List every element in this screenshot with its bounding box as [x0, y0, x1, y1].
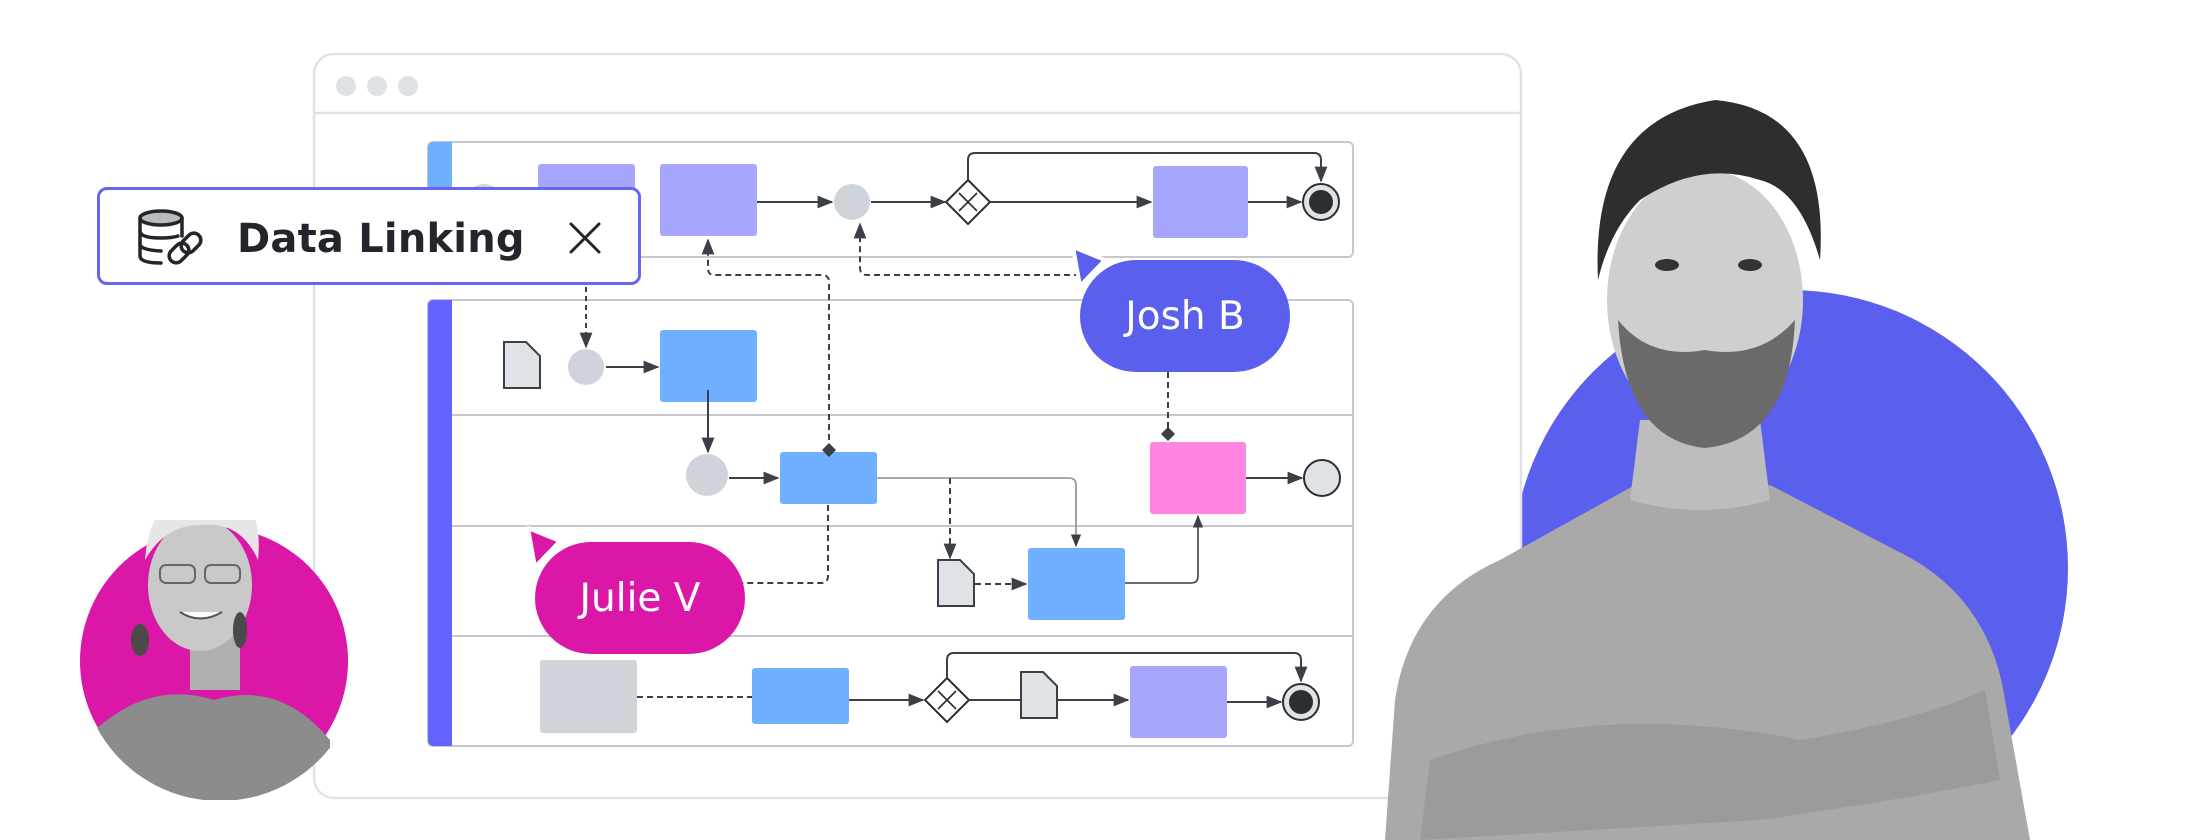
- exclusive-gateway[interactable]: [923, 676, 971, 724]
- intermediate-event[interactable]: [686, 454, 728, 496]
- data-association: [740, 505, 829, 584]
- data-association: [701, 238, 836, 457]
- data-object[interactable]: [937, 559, 975, 607]
- task-pink[interactable]: [1150, 442, 1246, 514]
- end-event[interactable]: [1282, 683, 1320, 721]
- flow-arrow: [877, 477, 1082, 548]
- task-purple[interactable]: [1130, 666, 1227, 738]
- man-arms: [1420, 690, 2000, 840]
- julie-cursor-icon: [526, 526, 562, 569]
- task-blue[interactable]: [752, 668, 849, 724]
- window-dot[interactable]: [398, 76, 418, 96]
- intermediate-event[interactable]: [834, 184, 870, 220]
- collaborator-label-josh: Josh B: [1080, 260, 1290, 372]
- task-purple[interactable]: [1153, 166, 1248, 238]
- task-blue[interactable]: [780, 452, 877, 504]
- task-blue[interactable]: [1028, 548, 1125, 620]
- collaborator-label-julie: Julie V: [535, 542, 745, 654]
- end-event[interactable]: [1302, 183, 1340, 221]
- pool-main-stripe: [428, 300, 452, 746]
- card-title: Data Linking: [237, 216, 525, 262]
- data-association: [853, 222, 1090, 276]
- woman-portrait: [80, 520, 348, 800]
- window-dot[interactable]: [336, 76, 356, 96]
- josh-cursor-icon: [1071, 245, 1107, 288]
- collaborator-name: Josh B: [1125, 293, 1245, 339]
- close-icon[interactable]: [565, 218, 605, 258]
- data-linking-card: Data Linking: [97, 187, 641, 285]
- task-purple[interactable]: [660, 164, 757, 236]
- flow-arrow: [967, 152, 1328, 183]
- man-hair: [1597, 100, 1821, 280]
- exclusive-gateway[interactable]: [944, 178, 992, 226]
- flow-arrow: [946, 652, 1308, 683]
- man-portrait: [1385, 100, 2030, 840]
- data-object[interactable]: [1020, 671, 1058, 719]
- task-gray[interactable]: [540, 660, 637, 733]
- collaborator-name: Julie V: [579, 575, 701, 621]
- data-object[interactable]: [503, 341, 541, 389]
- man-neck: [1630, 420, 1770, 510]
- start-event[interactable]: [568, 349, 604, 385]
- man-beard: [1618, 320, 1795, 448]
- window-dot[interactable]: [367, 76, 387, 96]
- end-event[interactable]: [1303, 459, 1341, 497]
- flow-arrow: [1125, 514, 1204, 584]
- database-link-icon: [138, 209, 203, 265]
